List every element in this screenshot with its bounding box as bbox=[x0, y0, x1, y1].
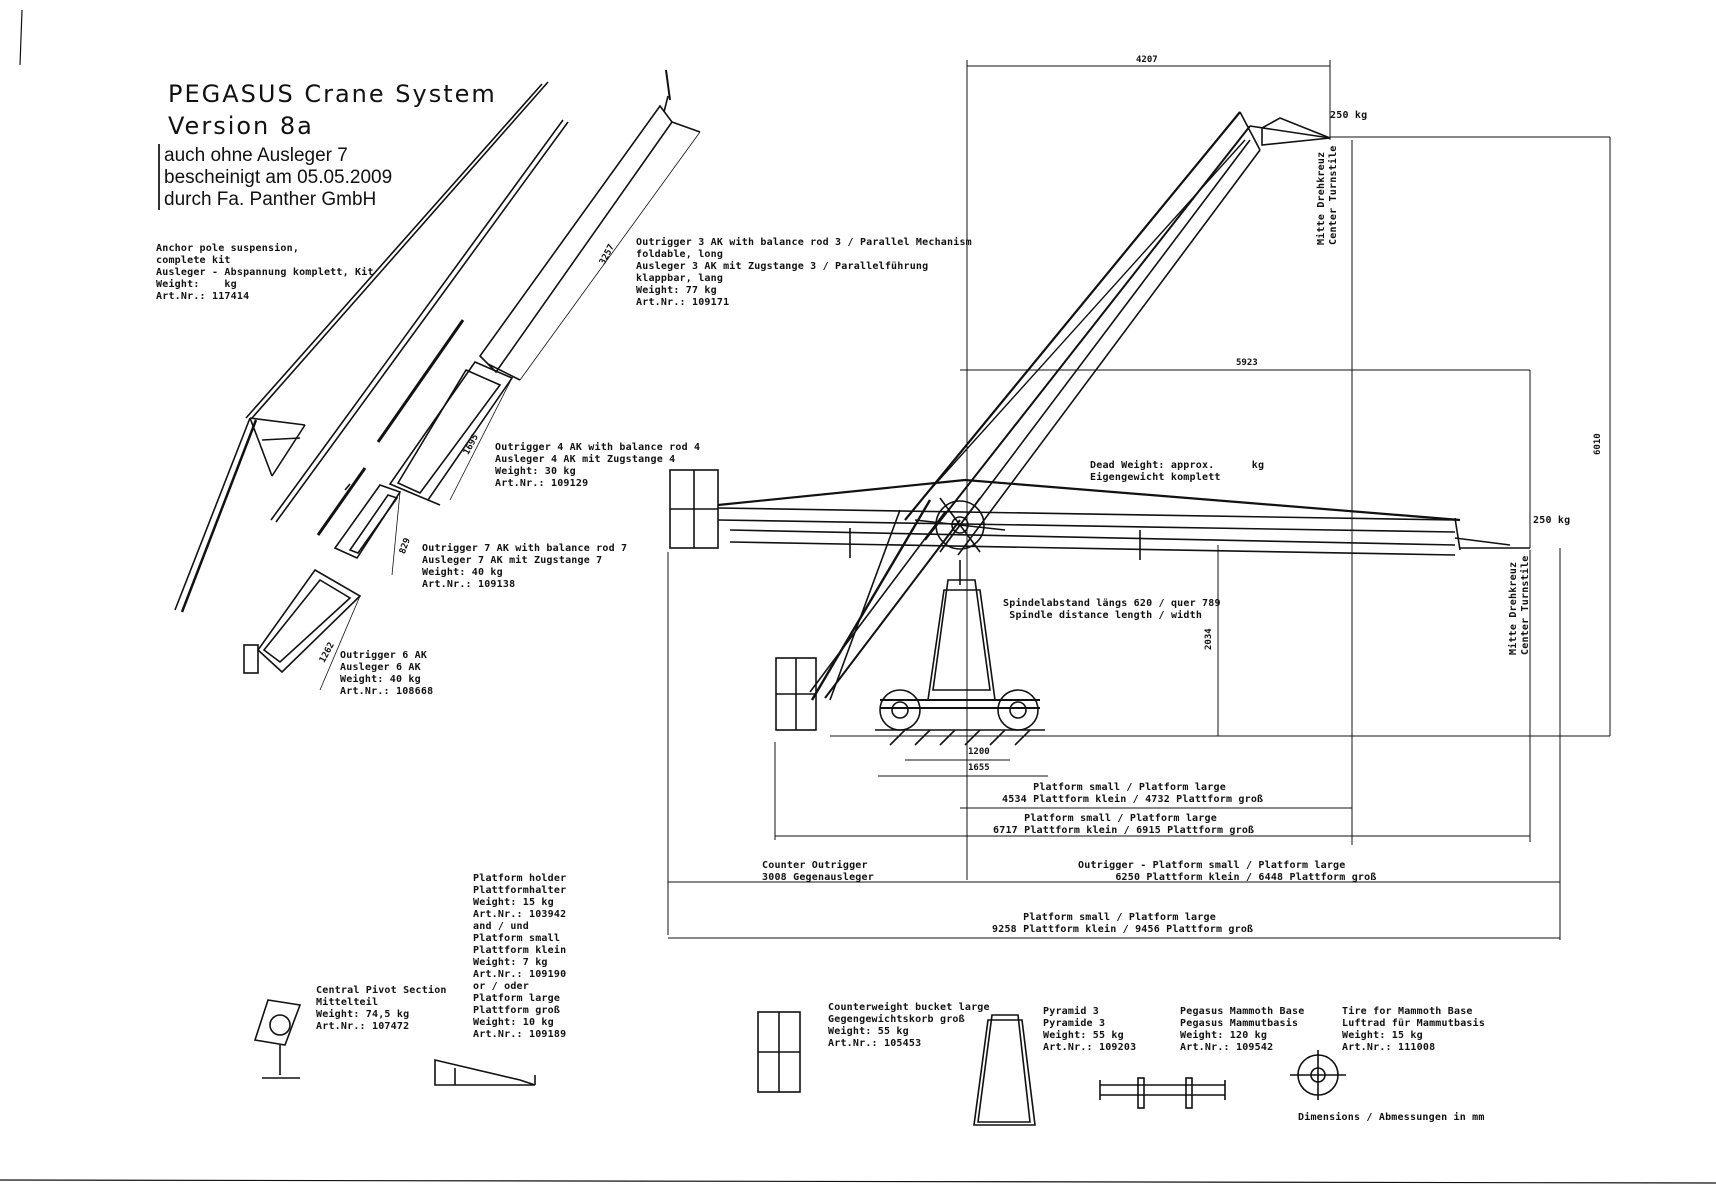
outrigger-4-label: Outrigger 4 AK with balance rod 4 Ausleg… bbox=[495, 442, 701, 489]
title-note-1: auch ohne Ausleger 7 bbox=[164, 145, 348, 166]
pyramid-label: Pyramid 3 Pyramide 3 Weight: 55 kg Art.N… bbox=[1043, 1006, 1137, 1053]
center-turnstile-top-label: Mitte Drehkreuz Center Turnstile bbox=[1316, 145, 1339, 245]
dimension-2034: 2034 bbox=[1204, 628, 1214, 650]
counterweight-label: Counterweight bucket large Gegengewichts… bbox=[828, 1002, 990, 1049]
load-right-label: 250 kg bbox=[1533, 515, 1571, 526]
spindle-distance-label: Spindelabstand längs 620 / quer 789 Spin… bbox=[1003, 598, 1221, 621]
dimension-1655: 1655 bbox=[968, 763, 990, 773]
outrigger-7-drawing bbox=[333, 484, 402, 576]
dead-weight-label: Dead Weight: approx. kg Eigengewicht kom… bbox=[1090, 460, 1265, 483]
dimension-lines bbox=[667, 60, 1611, 940]
outrigger-3-drawing bbox=[478, 69, 701, 381]
center-turnstile-right-label: Mitte Drehkreuz Center Turnstile bbox=[1508, 555, 1531, 655]
outrigger-platform-label: Outrigger - Platform small / Platform la… bbox=[1078, 860, 1377, 883]
outrigger-6-label: Outrigger 6 AK Ausleger 6 AK Weight: 40 … bbox=[340, 650, 434, 697]
dimension-4207: 4207 bbox=[1136, 55, 1158, 65]
title-line-1: PEGASUS Crane System bbox=[168, 80, 497, 108]
sheet-edge-left bbox=[19, 9, 23, 66]
anchor-pole-drawing bbox=[174, 81, 549, 613]
platform-holder-drawing bbox=[434, 1058, 536, 1086]
platform-dimension-2-label: Platform small / Platform large 6717 Pla… bbox=[993, 813, 1255, 836]
outrigger-3-label: Outrigger 3 AK with balance rod 3 / Para… bbox=[636, 237, 972, 308]
platform-dimension-1-label: Platform small / Platform large 4534 Pla… bbox=[1002, 782, 1264, 805]
balance-rod-drawing bbox=[270, 119, 569, 523]
counterweight-bucket-drawing bbox=[757, 1011, 801, 1093]
central-pivot-small-drawing bbox=[253, 999, 302, 1079]
title-note-2: bescheinigt am 05.05.2009 bbox=[164, 167, 393, 188]
dimension-1200: 1200 bbox=[968, 747, 990, 757]
outrigger-4-drawing bbox=[388, 361, 514, 506]
dimensions-note: Dimensions / Abmessungen in mm bbox=[1298, 1112, 1485, 1123]
tire-label: Tire for Mammoth Base Luftrad für Mammut… bbox=[1342, 1006, 1486, 1053]
tire-drawing bbox=[1290, 1050, 1346, 1100]
counter-outrigger-label: Counter Outrigger 3008 Gegenausleger bbox=[762, 860, 874, 883]
title-note-bar bbox=[158, 144, 160, 210]
platform-holder-label: Platform holder Plattformhalter Weight: … bbox=[473, 873, 567, 1040]
mammoth-base-drawing bbox=[1099, 1077, 1226, 1109]
platform-dimension-3-label: Platform small / Platform large 9258 Pla… bbox=[992, 912, 1254, 935]
title-note-3: durch Fa. Panther GmbH bbox=[164, 189, 377, 210]
mammoth-base-label: Pegasus Mammoth Base Pegasus Mammutbasis… bbox=[1180, 1006, 1305, 1053]
sheet-edge-bottom bbox=[0, 1179, 1716, 1184]
outrigger-6-drawing bbox=[243, 568, 362, 691]
central-pivot-label: Central Pivot Section Mittelteil Weight:… bbox=[316, 985, 447, 1032]
pyramid-drawing bbox=[973, 1014, 1036, 1126]
load-top-label: 250 kg bbox=[1330, 110, 1368, 121]
dimension-5923: 5923 bbox=[1236, 358, 1258, 368]
dimension-6010: 6010 bbox=[1593, 433, 1603, 455]
crane-assembly-drawing bbox=[669, 111, 1530, 746]
title-line-2: Version 8a bbox=[168, 112, 314, 140]
outrigger-7-label: Outrigger 7 AK with balance rod 7 Ausleg… bbox=[422, 543, 628, 590]
anchor-pole-label: Anchor pole suspension, complete kit Aus… bbox=[156, 243, 374, 302]
spindle-rod-drawing bbox=[316, 319, 465, 536]
